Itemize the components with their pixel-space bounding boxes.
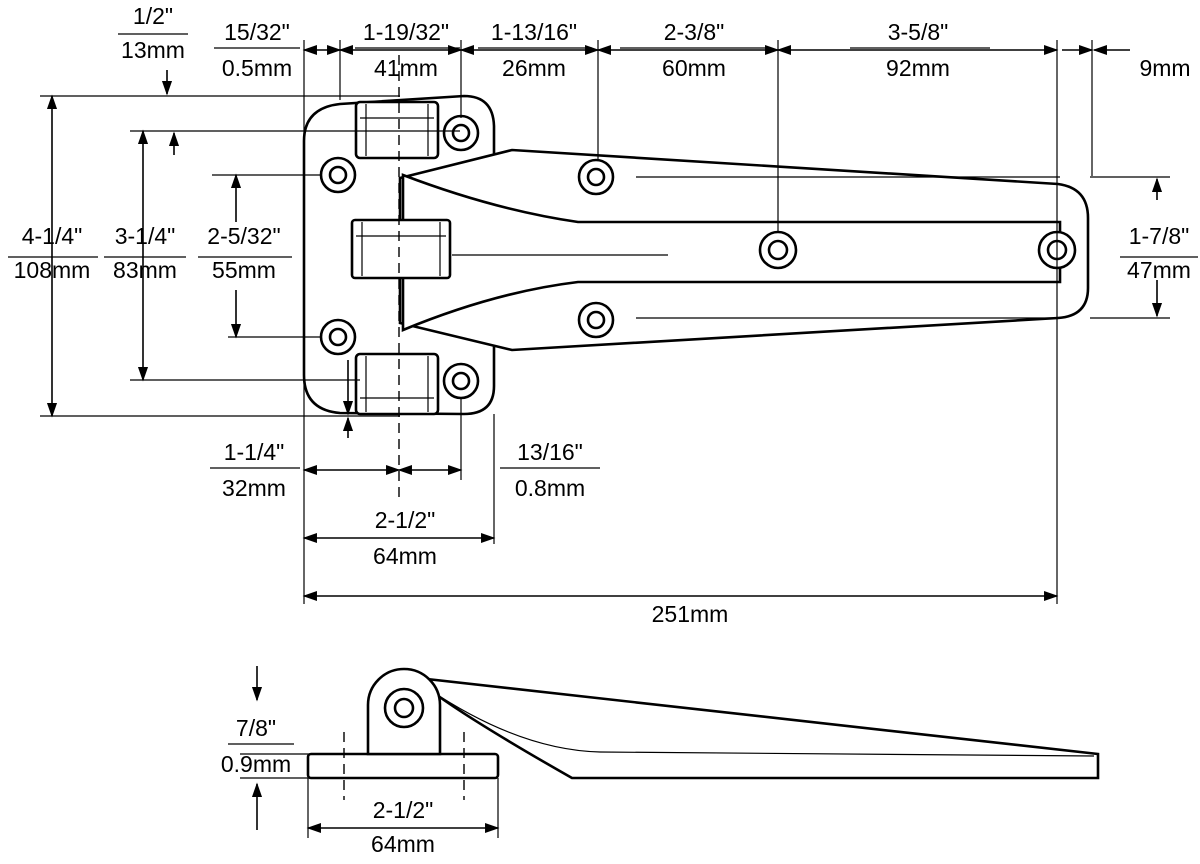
pin-offset-mm: 32mm	[222, 475, 286, 501]
hinge-width-mm: 41mm	[374, 55, 438, 81]
middle-knuckle	[350, 218, 452, 280]
edge-hinge-mm: 0.5mm	[222, 55, 292, 81]
inner-hole-span-mm: 55mm	[212, 257, 276, 283]
inner-hole-span-inch: 2-5/32"	[207, 223, 280, 249]
upper-knuckle	[354, 100, 440, 160]
mount-hole-left-upper	[319, 156, 357, 194]
arm-inner-cutout	[401, 173, 1062, 332]
dimension-lines	[8, 33, 1198, 604]
arm-hole-middle	[758, 230, 798, 270]
pin-offset-inch: 1-1/4"	[224, 439, 285, 465]
edge-hinge-inch: 15/32"	[224, 19, 290, 45]
hole-arm-inch: 1-13/16"	[491, 19, 577, 45]
mount-hole-bottom-right	[442, 362, 480, 400]
side-pin-inner	[393, 697, 415, 719]
base-width-inch: 2-1/2"	[375, 507, 436, 533]
side-base-width-inch: 2-1/2"	[373, 797, 434, 823]
side-base-width-mm: 64mm	[371, 831, 435, 857]
top-offset-inch: 1/2"	[133, 3, 173, 29]
pin-to-hole-mm: 0.8mm	[515, 475, 585, 501]
arm-hole-upper	[577, 158, 615, 196]
arm-hole-2-inch: 3-5/8"	[888, 19, 949, 45]
side-offset-inch: 7/8"	[236, 715, 276, 741]
side-base-plate	[306, 752, 500, 780]
side-offset-mm: 0.9mm	[221, 751, 291, 777]
arm-end-mm: 9mm	[1139, 55, 1190, 81]
pin-to-hole-inch: 13/16"	[517, 439, 583, 465]
mount-hole-top-right	[442, 114, 480, 152]
arm-hole-1-mm: 60mm	[662, 55, 726, 81]
dimension-labels: 1/2" 13mm 15/32" 0.5mm 1-19/32" 41mm 1-1…	[14, 3, 1191, 627]
mount-hole-span-inch: 3-1/4"	[115, 223, 176, 249]
mount-hole-span-mm: 83mm	[113, 257, 177, 283]
lower-knuckle	[354, 352, 440, 416]
arm-hole-lower	[577, 301, 615, 339]
overall-length-mm: 251mm	[652, 601, 729, 627]
overall-height-inch: 4-1/4"	[22, 223, 83, 249]
overall-height-mm: 108mm	[14, 257, 91, 283]
arm-hole-2-mm: 92mm	[886, 55, 950, 81]
arm-hole-1-inch: 2-3/8"	[664, 19, 725, 45]
hinge-side-view: 7/8" 0.9mm 2-1/2" 64mm	[221, 666, 1100, 857]
hole-arm-mm: 26mm	[502, 55, 566, 81]
hinge-top-view	[302, 55, 1090, 500]
mount-hole-left-lower	[319, 318, 357, 356]
base-width-mm: 64mm	[373, 543, 437, 569]
arm-hole-span-inch: 1-7/8"	[1129, 223, 1190, 249]
arm-hole-span-mm: 47mm	[1127, 257, 1191, 283]
side-arm	[399, 674, 1100, 780]
hinge-width-inch: 1-19/32"	[363, 19, 449, 45]
top-offset-mm: 13mm	[121, 37, 185, 63]
